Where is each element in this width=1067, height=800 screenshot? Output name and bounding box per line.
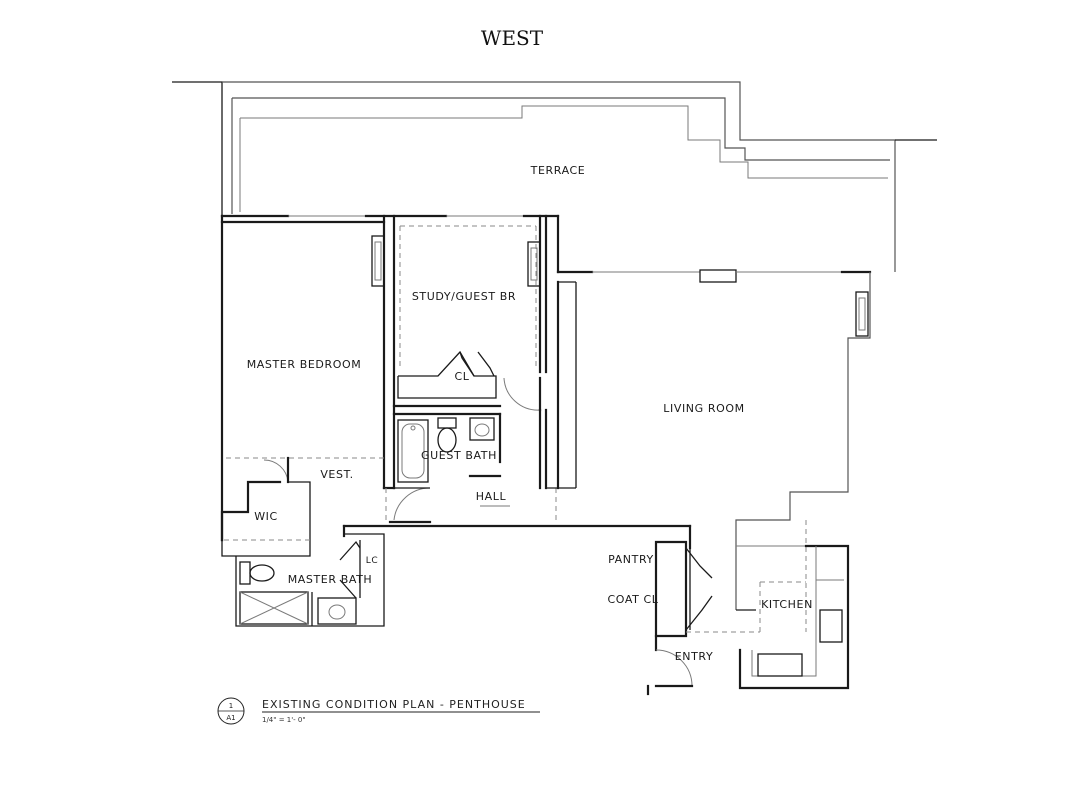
master-bath-label: MASTER BATH (288, 573, 373, 586)
hall-area (342, 486, 692, 550)
master-bedroom-walls (220, 214, 386, 542)
master-toilet-tank (239, 561, 251, 585)
toilet-tank (437, 417, 457, 429)
badge-sheet: A1 (226, 714, 235, 722)
pantry-label: PANTRY (608, 553, 654, 566)
legend-scale: 1/4" = 1'- 0" (262, 716, 306, 724)
kitchen-label: KITCHEN (761, 598, 813, 611)
study-walls (392, 214, 548, 490)
entry (646, 634, 694, 696)
entry-label: ENTRY (675, 650, 714, 663)
shower (239, 591, 309, 625)
hall-label: HALL (476, 490, 507, 503)
master-bath (235, 533, 385, 627)
living-room-walls (546, 272, 871, 610)
legend-title: EXISTING CONDITION PLAN - PENTHOUSE (262, 698, 526, 711)
pantry-coat (654, 540, 713, 638)
wic-label: WIC (254, 510, 278, 523)
wic-walls (220, 456, 311, 557)
badge-number: 1 (229, 702, 233, 710)
closet-walls (392, 350, 502, 408)
toilet-bowl (437, 427, 457, 453)
terrace-label: TERRACE (530, 164, 586, 177)
range (819, 609, 843, 643)
orientation-label: WEST (481, 26, 544, 50)
master-toilet-bowl (249, 564, 275, 582)
kitchen (686, 520, 850, 690)
study-label: STUDY/GUEST BR (412, 290, 516, 303)
closet-label: CL (454, 370, 469, 383)
kitchen-sink (757, 653, 803, 677)
guest-bath (392, 412, 502, 483)
linen-closet-label: LC (366, 556, 379, 566)
guest-sink (469, 417, 495, 441)
vestibule-label: VEST. (320, 468, 353, 481)
coat-closet-label: COAT CL (607, 593, 658, 606)
living-room-label: LIVING ROOM (663, 402, 744, 415)
master-sink (317, 597, 357, 625)
door-swing-hall (503, 377, 541, 411)
terrace-outline (172, 81, 937, 272)
master-bedroom-label: MASTER BEDROOM (247, 358, 362, 371)
exterior-wall-terrace (220, 214, 872, 283)
drawing-legend: 1 A1 EXISTING CONDITION PLAN - PENTHOUSE… (217, 697, 540, 725)
guest-bath-label: GUEST BATH (421, 449, 497, 462)
bathtub (397, 419, 429, 483)
